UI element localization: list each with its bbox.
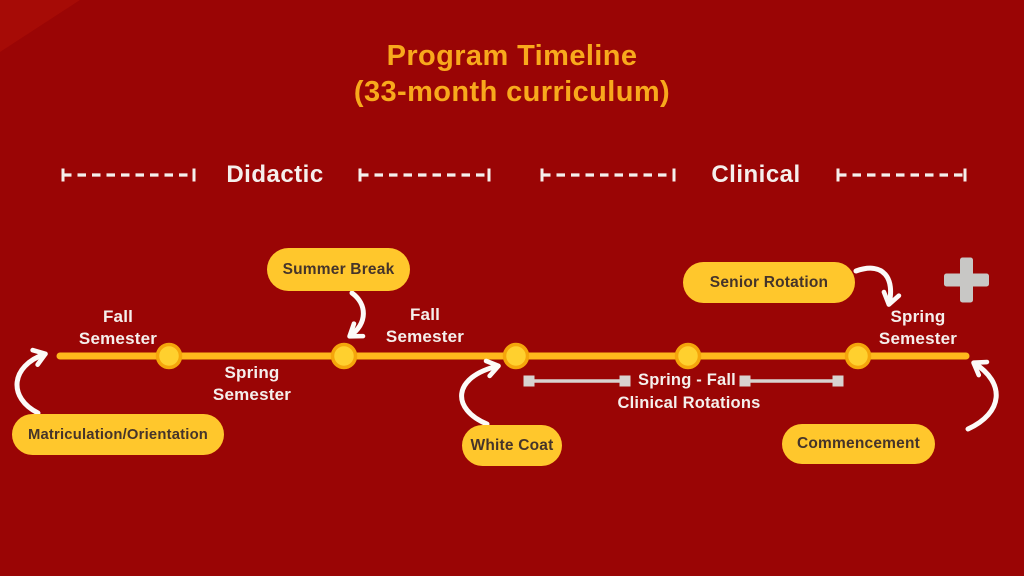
bracket-end-square (619, 375, 631, 387)
timeline-dot-3 (502, 342, 530, 370)
label-fall-semester-1: Fall Semester (78, 307, 158, 348)
timeline-dot-4 (674, 342, 702, 370)
senior-rotation-arrow (853, 265, 902, 307)
label-spring-semester-2: Spring Semester (878, 307, 958, 348)
pill-matriculation-orientation: Matriculation/Orientation (12, 414, 224, 455)
pill-summer-break: Summer Break (267, 248, 410, 291)
dashed-span-3 (540, 168, 676, 182)
bracket-end-square (739, 375, 751, 387)
annotation-arrows (14, 265, 999, 432)
white-coat-arrow (459, 358, 501, 427)
pill-senior-rotation: Senior Rotation (683, 262, 855, 303)
dashed-span-4 (836, 168, 967, 182)
timeline-dot-1 (155, 342, 183, 370)
pill-commencement: Commencement (782, 424, 935, 464)
label-spring-semester-1: Spring Semester (212, 363, 292, 404)
bracket-end-square (523, 375, 535, 387)
clinical-rotations-caption-line-2: Clinical Rotations (617, 394, 761, 412)
clinical-rotations-bracket (523, 375, 844, 387)
dashed-span-1 (61, 168, 196, 182)
timeline-dot-5 (844, 342, 872, 370)
phase-dashed-spans (61, 168, 967, 182)
title-line-1: Program Timeline (386, 40, 638, 72)
plus-icon (944, 257, 989, 303)
summer-break-arrow (347, 290, 366, 339)
title-line-2: (33-month curriculum) (353, 76, 671, 108)
bracket-end-square (832, 375, 844, 387)
phase-label-clinical: Clinical (711, 161, 801, 188)
label-fall-semester-2: Fall Semester (385, 305, 465, 346)
phase-label-didactic: Didactic (226, 161, 324, 188)
timeline-dots (155, 342, 872, 370)
matriculation-arrow (14, 347, 48, 416)
clinical-rotations-caption-line-1: Spring - Fall (638, 371, 736, 389)
pill-white-coat: White Coat (462, 425, 562, 466)
timeline-dot-2 (330, 342, 358, 370)
commencement-arrow (965, 359, 999, 432)
page-title: Program Timeline (33-month curriculum) (354, 38, 670, 110)
dashed-span-2 (358, 168, 491, 182)
